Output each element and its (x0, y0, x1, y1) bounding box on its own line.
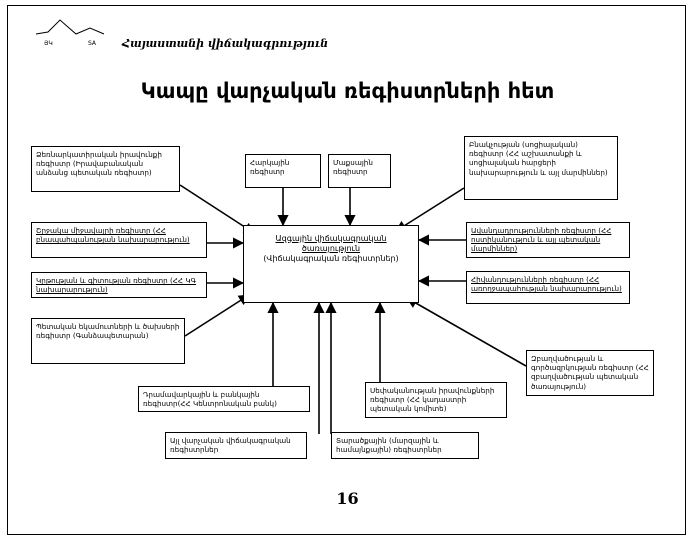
box-territorial-registers: Տարածքային (մարզային և համայնքային) ռեգի… (331, 432, 479, 459)
box-diseases-register: Հիվանդությունների ռեգիստր (ՀՀ առողջապահո… (466, 271, 630, 304)
box-offences-register: Ավանդադրությունների ռեգիստր (ՀՀ ոստիկանո… (466, 222, 630, 258)
box-employment-register: Զբաղվածության և գործազրկության ռեգիստր (… (526, 350, 654, 396)
logo-right-text: SA (88, 40, 97, 47)
logo-left-text: ՅԿ (44, 40, 53, 47)
box-entrepreneurship-register: Ձեռնարկատիրական իրավունքի ռեգիստր (Իրավա… (31, 146, 180, 192)
logo-mountain-icon (35, 19, 105, 35)
page-number: 16 (336, 489, 359, 508)
center-title: Ազգային վիճակագրական ծառայություն (275, 234, 387, 253)
box-monetary-banking-register: Դրամավարկային և բանկային ռեգիստր(ՀՀ Կենտ… (138, 386, 310, 412)
center-subtitle: (Վիճակագրական ռեգիստրներ) (263, 254, 399, 263)
box-education-register: Կրթության և գիտության ռեգիստր (ՀՀ ԿԳ նախ… (31, 272, 207, 298)
slide-frame (7, 5, 686, 535)
box-state-revenue-register: Պետական եկամուտների և ծախսերի ռեգիստր (Գ… (31, 318, 185, 364)
center-box: Ազգային վիճակագրական ծառայություն (Վիճակ… (243, 225, 419, 303)
box-property-rights-register: Սեփականության իրավունքների ռեգիստր (ՀՀ կ… (365, 382, 507, 418)
slide-title: Կապը վարչական ռեգիստրների հետ (140, 79, 555, 103)
box-population-register: Բնակչության (սոցիալական) ռեգիստր (ՀՀ աշխ… (464, 136, 618, 200)
box-tax-register: Հարկային ռեգիստր (245, 154, 321, 188)
box-other-admin-registers: Այլ վարչական վիճակագրական ռեգիստրներ (165, 432, 307, 459)
box-environment-register: Շրջակա միջավայրի ռեգիստր (ՀՀ բնապահպանու… (31, 222, 207, 258)
subtitle: Հայաստանի վիճակագրություն (122, 37, 329, 50)
box-customs-register: Մաքսային ռեգիստր (328, 154, 391, 188)
